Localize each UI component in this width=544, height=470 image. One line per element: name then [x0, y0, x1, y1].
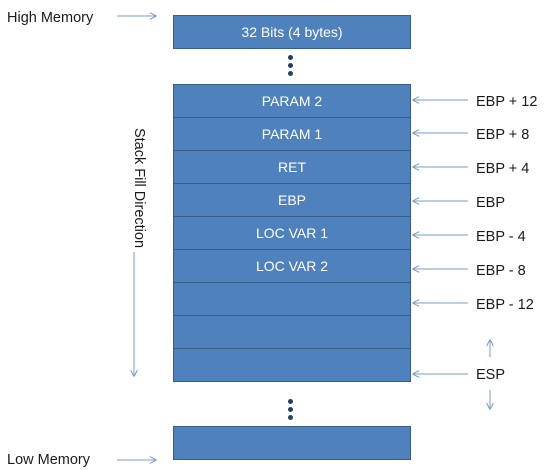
ellipsis-dot — [288, 71, 293, 76]
stack-cell-loc-var-2: LOC VAR 2 — [173, 249, 411, 283]
stack-cell-label: PARAM 2 — [261, 93, 323, 109]
ref-label-ebp-plus-8: EBP + 8 — [476, 127, 530, 143]
ref-label-ebp: EBP — [476, 195, 506, 211]
stack-cell-empty — [173, 315, 411, 349]
ref-label-ebp-minus-4: EBP - 4 — [476, 229, 526, 245]
ref-label-ebp-plus-4: EBP + 4 — [476, 161, 530, 177]
stack-cell-ebp: EBP — [173, 183, 411, 217]
stack-cell-label: EBP — [277, 192, 306, 208]
ellipsis-dot — [288, 407, 293, 412]
ellipsis-dot — [288, 55, 293, 60]
stack-cell-empty — [173, 348, 411, 382]
ellipsis-dot — [288, 399, 293, 404]
stack-cell-param2: PARAM 2 — [173, 84, 411, 118]
stack-cell-label: LOC VAR 1 — [255, 225, 329, 241]
top-block-32-bits: 32 Bits (4 bytes) — [173, 15, 411, 49]
stack-cell-label: PARAM 1 — [261, 126, 323, 142]
stack-frame: PARAM 2 PARAM 1 RET EBP LOC VAR 1 LOC VA… — [173, 84, 411, 382]
top-block-label: 32 Bits (4 bytes) — [241, 24, 343, 40]
ref-label-ebp-minus-8: EBP - 8 — [476, 263, 526, 279]
ellipsis-dot — [288, 415, 293, 420]
high-memory-label: High Memory — [7, 10, 94, 26]
ellipsis-dot — [288, 63, 293, 68]
ref-label-ebp-minus-12: EBP - 12 — [476, 297, 534, 313]
stack-cell-label: RET — [278, 159, 306, 175]
low-memory-label: Low Memory — [7, 452, 90, 468]
stack-cell-empty — [173, 282, 411, 316]
esp-label: ESP — [476, 367, 506, 383]
stack-cell-loc-var-1: LOC VAR 1 — [173, 216, 411, 250]
ref-label-ebp-plus-12: EBP + 12 — [476, 94, 538, 110]
bottom-block — [173, 426, 411, 460]
stack-cell-label: LOC VAR 2 — [255, 258, 329, 274]
